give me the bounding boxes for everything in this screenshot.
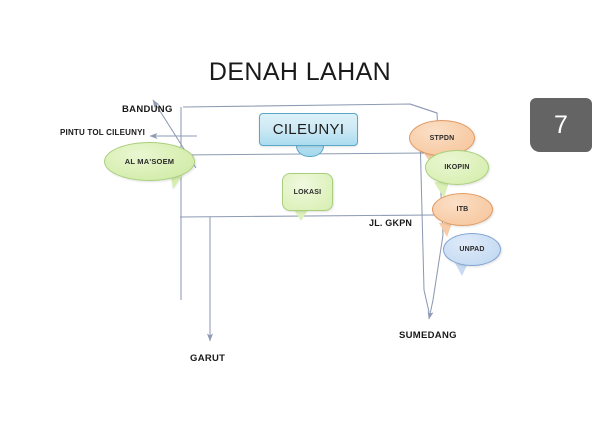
callout-itb-label: ITB	[456, 206, 469, 213]
road-arrow-sumedang	[427, 234, 444, 320]
page-number-value: 7	[554, 110, 568, 139]
callout-lokasi: LOKASI	[282, 173, 333, 211]
callout-tail-unpad	[455, 263, 468, 276]
callout-almasoem-label: AL MA'SOEM	[124, 157, 175, 166]
page-title: DENAH LAHAN	[208, 58, 392, 86]
callout-almasoem: AL MA'SOEM	[104, 142, 195, 181]
callout-ikopin-label: IKOPIN	[444, 164, 470, 171]
callout-itb: ITB	[432, 193, 493, 226]
callout-unpad: UNPAD	[443, 233, 501, 266]
callout-cileunyi-label: CILEUNYI	[272, 121, 345, 138]
callout-tail-ikopin	[434, 182, 449, 198]
map-label-bandung: BANDUNG	[122, 104, 173, 115]
road-right-converge	[423, 289, 430, 313]
callout-lokasi-label: LOKASI	[293, 188, 322, 196]
callout-tail-itb	[439, 223, 452, 237]
map-label-garut: GARUT	[190, 353, 226, 364]
road-top	[182, 103, 438, 114]
map-label-pintu-tol-cileunyi: PINTU TOL CILEUNYI	[60, 128, 146, 137]
road-right-vertical	[419, 132, 425, 291]
callout-stpdn-label: STPDN	[429, 134, 455, 142]
map-label-jl-gkpn: JL. GKPN	[369, 218, 413, 228]
callout-unpad-label: UNPAD	[459, 246, 485, 253]
callout-tail-lokasi	[294, 210, 308, 221]
map-label-sumedang: SUMEDANG	[399, 330, 457, 341]
callout-ikopin: IKOPIN	[425, 150, 489, 185]
callout-cileunyi: CILEUNYI	[259, 113, 358, 146]
page-number-badge: 7	[530, 98, 592, 152]
